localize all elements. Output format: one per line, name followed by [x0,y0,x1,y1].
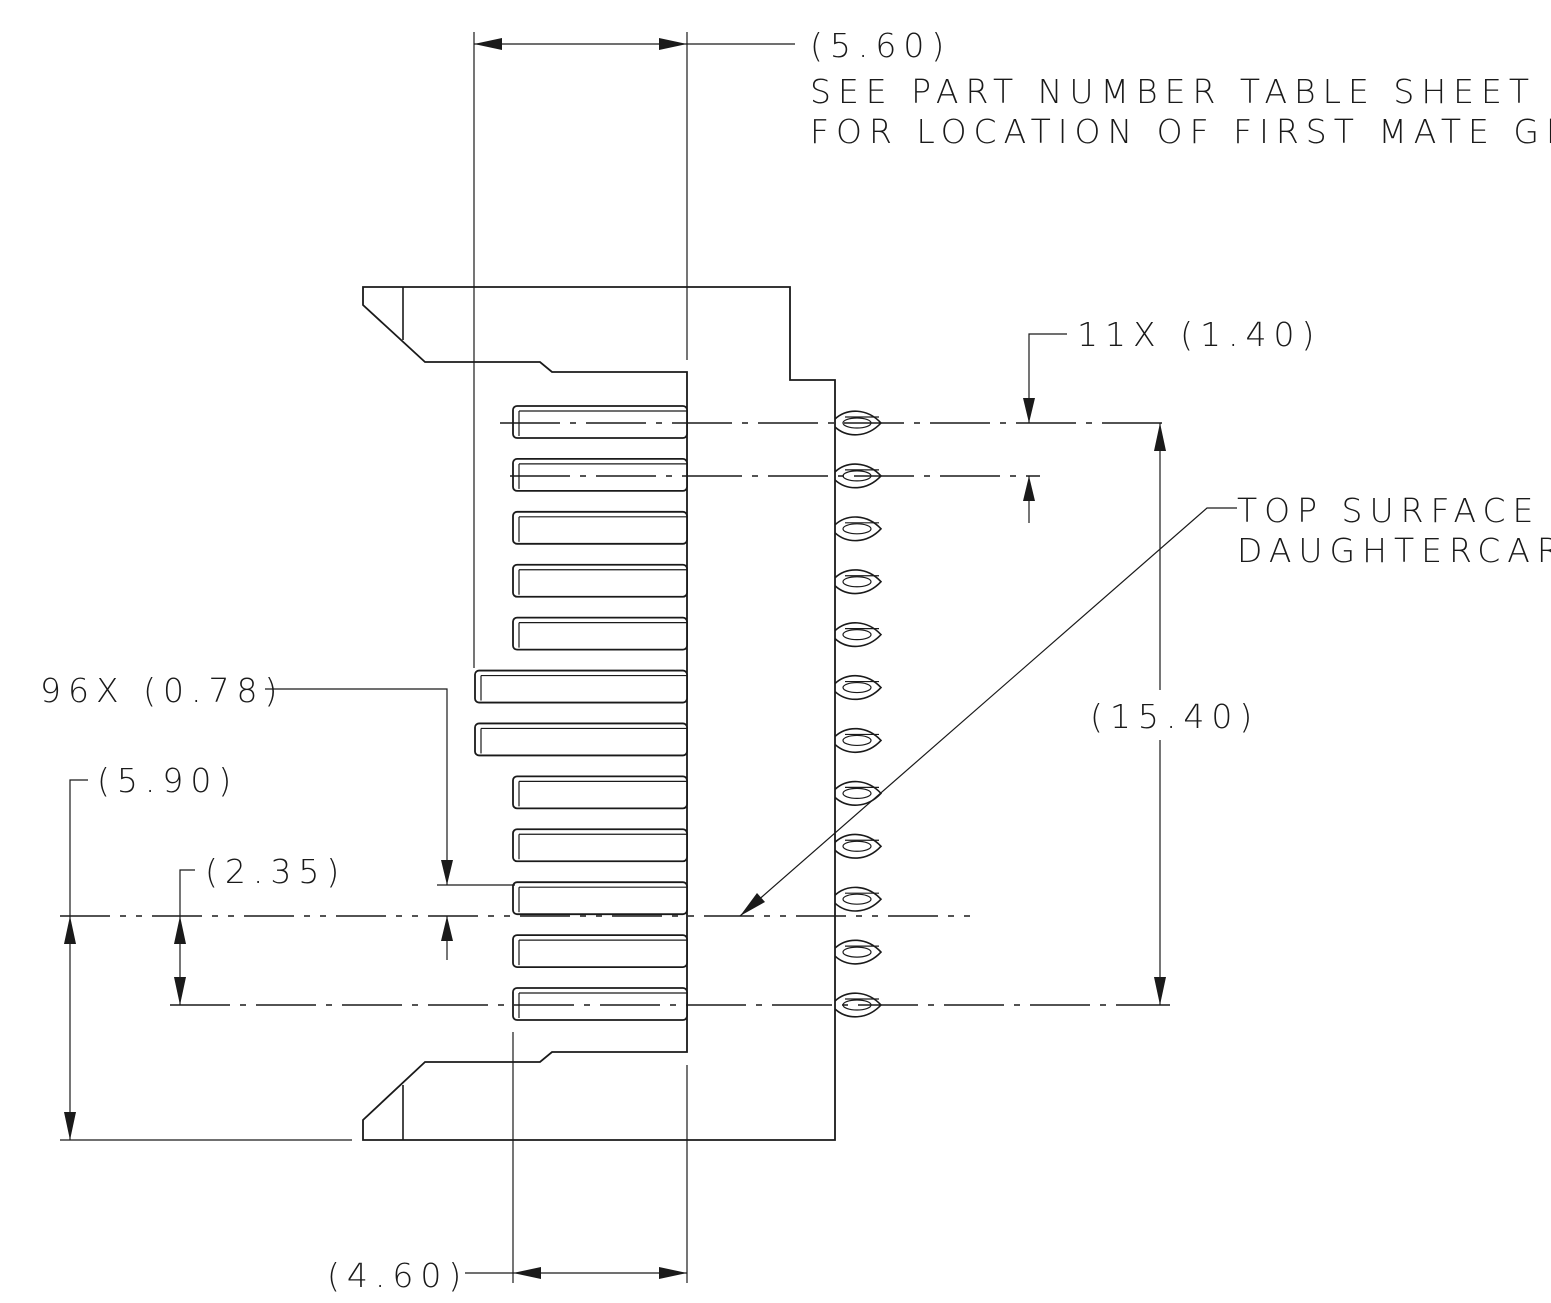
dim-bottom-width-label: (4.60) [327,1256,468,1295]
pin-contact [512,828,688,863]
press-fit-eye [842,681,872,694]
pin-contact [512,510,688,545]
pin-group [474,405,688,1021]
dim-overall-label-bg [1085,690,1235,740]
pin-contact [474,669,688,704]
press-fit-eye [842,946,872,958]
press-fit-eye [842,787,872,799]
pin-contact [512,934,688,968]
arrow-bottom-left [513,1267,541,1279]
arrow-pin-width-up [441,916,453,941]
press-fit-tail [834,939,883,965]
pin-contact [512,458,688,492]
note-first-mate-line2: FOR LOCATION OF FIRST MATE GROUNDS [810,112,1551,151]
pin-contact [512,405,688,439]
arrow-surface-offset-top [174,916,186,944]
arrow-pin-width-down [441,860,453,885]
pin-contact [474,722,688,757]
press-fit-eye [842,893,872,905]
pin-contact [512,987,688,1021]
leader-pitch [1028,333,1067,423]
press-fit-tail [834,780,883,806]
pin-contact [512,775,688,810]
arrow-pitch-up [1023,476,1035,501]
press-fit-tail [834,622,883,648]
dim-bottom-offset-label: (5.90) [97,761,238,800]
pin-contact [512,881,688,916]
press-fit-tail [834,569,883,595]
dim-surface-offset-label: (2.35) [205,852,346,891]
dim-top-width-label: (5.60) [810,26,951,65]
leader-bottom-offset [69,779,88,1140]
note-surface-line2: DAUGHTERCARD [1237,531,1551,570]
note-surface-line1: TOP SURFACE OF [1237,491,1551,530]
arrow-top-left [474,38,502,50]
arrow-pitch-down [1023,398,1035,423]
press-fit-tail [834,516,883,542]
note-first-mate-line1: SEE PART NUMBER TABLE SHEET 4 [810,72,1551,111]
tail-group [834,410,883,1018]
press-fit-eye [842,734,872,747]
arrow-surface [740,893,765,916]
arrow-overall-bottom [1154,977,1166,1005]
arrow-surface-offset-bottom [174,977,186,1005]
pin-contact [512,616,688,651]
pin-contact [512,563,688,598]
press-fit-eye [842,576,872,588]
arrow-bottom-offset-bottom [64,1112,76,1140]
leader-surface [739,507,1237,917]
press-fit-tail [834,727,883,754]
arrow-bottom-right [659,1267,687,1279]
leader-pin-width [265,688,448,885]
dim-pitch-label: 11X (1.40) [1077,315,1321,354]
press-fit-eye [842,629,872,641]
press-fit-eye [842,840,872,852]
press-fit-tail [834,674,883,701]
arrow-bottom-offset-top [64,916,76,944]
dim-overall-height-label: (15.40) [1090,697,1259,736]
press-fit-eye [842,523,872,535]
leader-surface-offset [179,869,195,1005]
dim-pin-width-label: 96X (0.78) [40,671,284,710]
arrow-top-right [659,38,687,50]
press-fit-tail [834,833,883,859]
housing-outline [362,286,836,1141]
press-fit-tail [834,886,883,912]
arrow-overall-top [1154,423,1166,451]
